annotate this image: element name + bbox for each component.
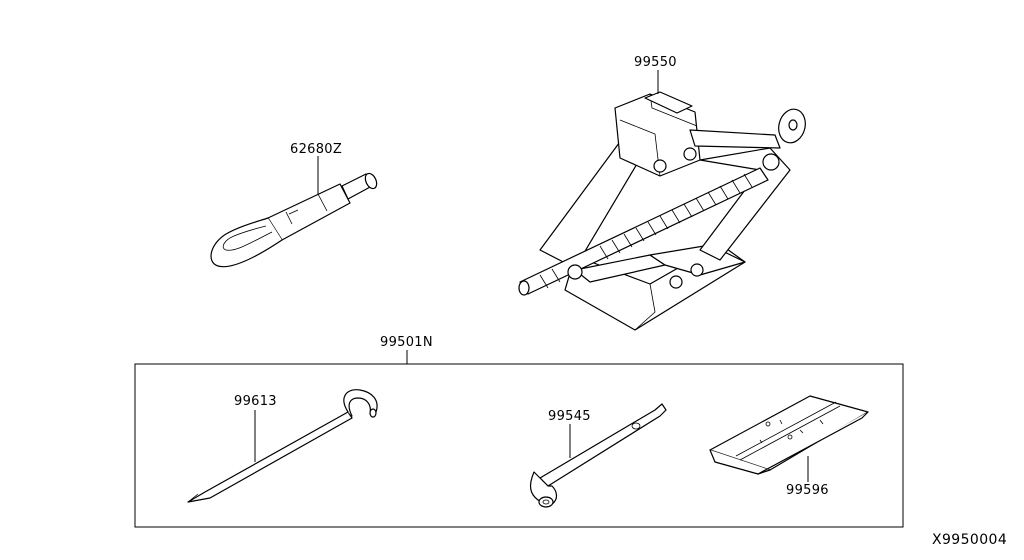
tool-kit-part-number: 99501N bbox=[380, 335, 433, 350]
jack-part-number: 99550 bbox=[634, 55, 677, 70]
wheel-wrench-part-number: 99545 bbox=[548, 409, 591, 424]
tool-bag-part-number: 99596 bbox=[786, 483, 829, 498]
jack-handle-part[interactable] bbox=[187, 389, 378, 503]
wheel-wrench-part[interactable] bbox=[529, 403, 667, 508]
jack-part[interactable] bbox=[518, 91, 809, 331]
tool-kit-frame bbox=[134, 363, 904, 528]
tow-hook-part[interactable] bbox=[210, 172, 379, 268]
tow-hook-part-number: 62680Z bbox=[290, 142, 342, 157]
tool-bag-part[interactable] bbox=[709, 395, 869, 475]
jack-handle-part-number: 99613 bbox=[234, 394, 277, 409]
diagram-reference-code: X9950004 bbox=[932, 532, 1007, 548]
